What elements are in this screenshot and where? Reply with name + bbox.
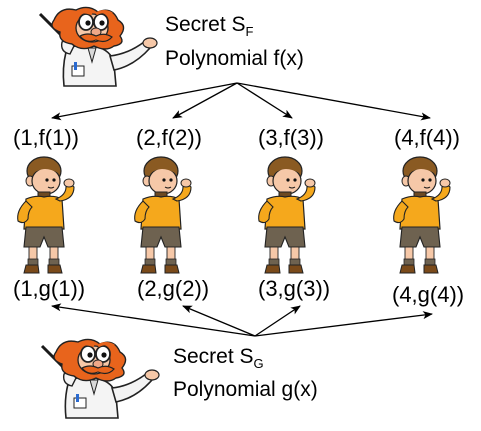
arrow-f-3 [236, 82, 293, 119]
share-g-2: (2,g(2)) [137, 276, 210, 301]
arrow-f-1 [51, 82, 238, 121]
dealer-f-polynomial-label: Polynomial f(x) [165, 47, 304, 70]
arrow-g-1 [51, 303, 256, 337]
professor-icon-f [38, 5, 159, 88]
child-icon-1 [17, 156, 75, 274]
share-f-1: (1,f(1)) [13, 125, 79, 150]
share-f-3: (3,f(3)) [258, 125, 324, 150]
dealer-g-polynomial-label: Polynomial g(x) [173, 378, 318, 401]
child-icon-4 [393, 156, 451, 274]
arrow-g-2 [182, 305, 256, 337]
professor-icon-g [40, 337, 161, 420]
arrow-g-3 [254, 305, 301, 337]
child-icon-3 [258, 156, 316, 274]
share-g-3: (3,g(3)) [258, 276, 331, 301]
dealer-g-secret-label: Secret SG [173, 345, 264, 371]
dealer-f-secret-label: Secret SF [165, 13, 254, 39]
child-icon-2 [134, 156, 192, 274]
share-f-2: (2,f(2)) [136, 125, 202, 150]
arrow-f-2 [172, 82, 238, 119]
arrow-g-4 [254, 311, 433, 337]
share-g-1: (1,g(1)) [13, 276, 86, 301]
arrow-f-4 [236, 82, 431, 121]
share-f-4: (4,f(4)) [394, 125, 460, 150]
share-g-4: (4,g(4)) [392, 282, 465, 307]
